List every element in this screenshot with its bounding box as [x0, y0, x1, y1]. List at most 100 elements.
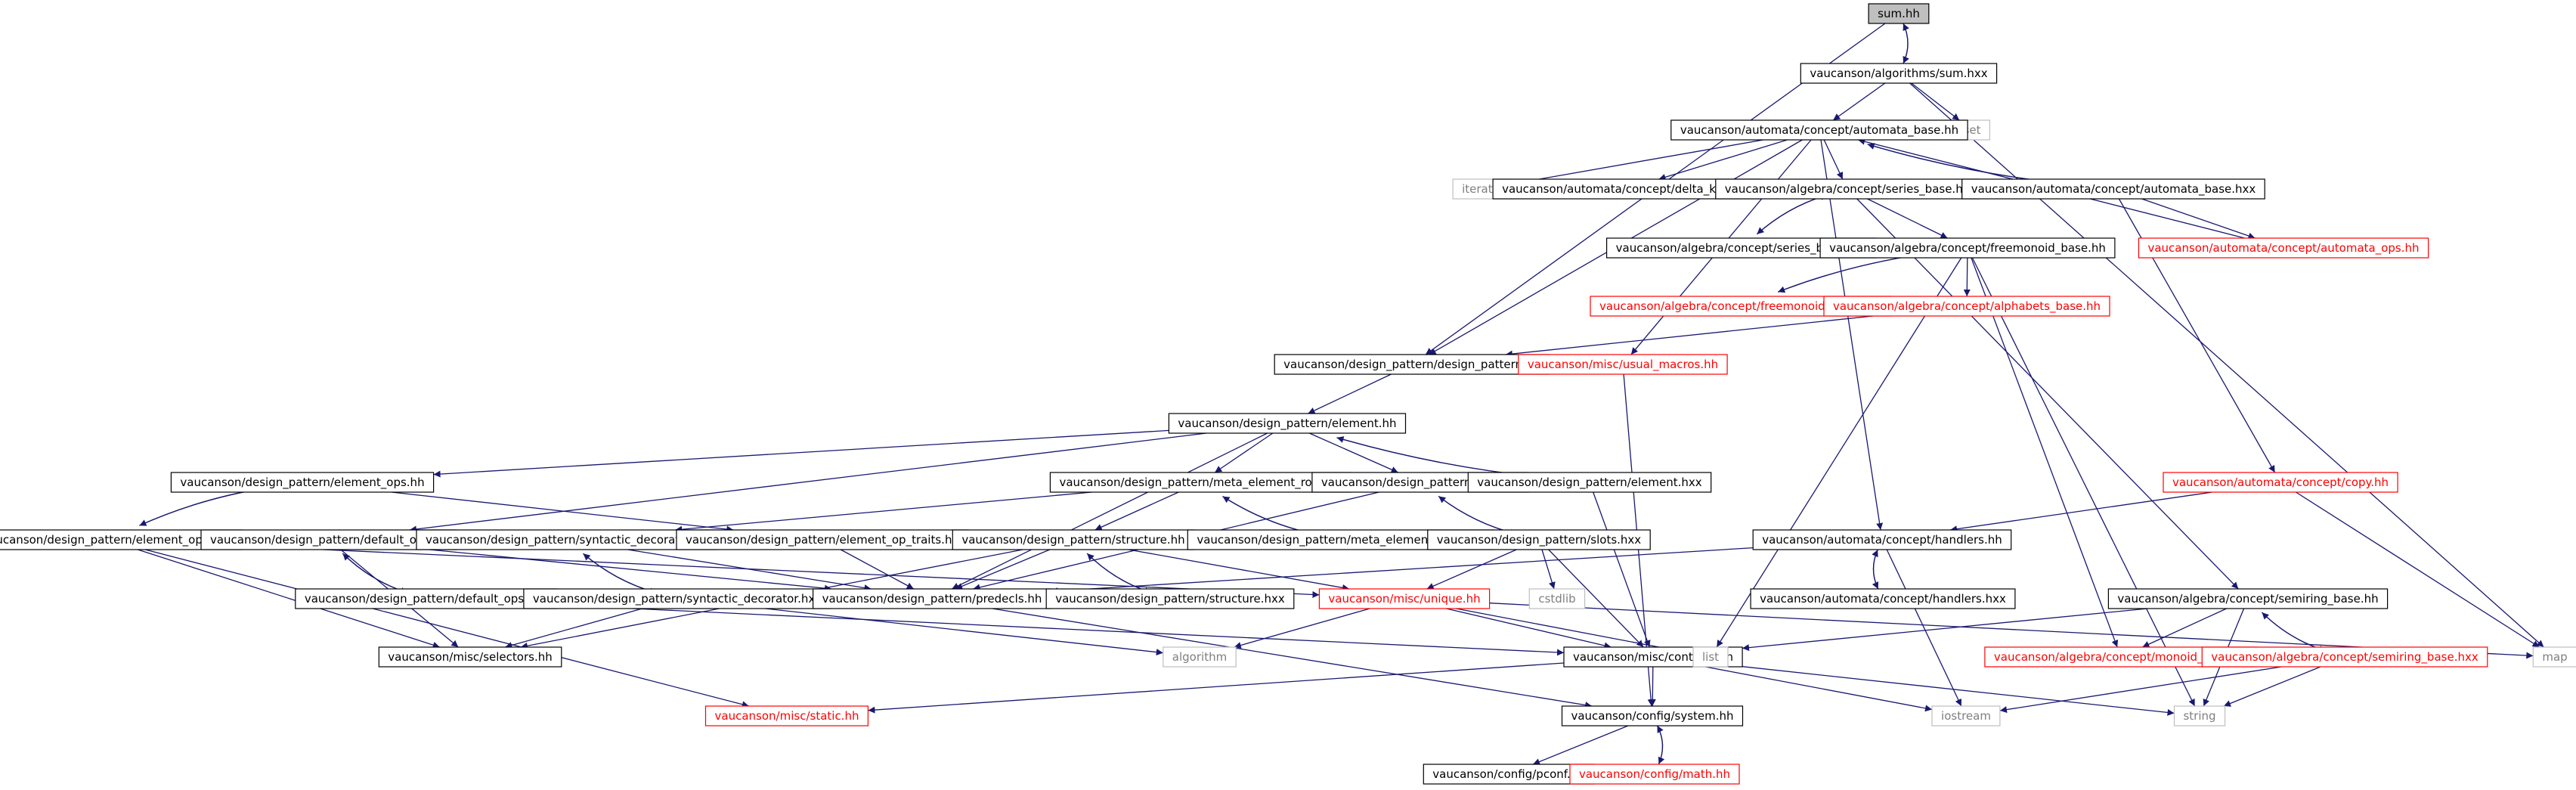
- node-meta-element-root-hh[interactable]: vaucanson/design_pattern/meta_element_ro…: [1049, 472, 1351, 493]
- edge-element_hh-to-element_ops_hh: [433, 429, 1169, 478]
- node-label: vaucanson/design_pattern/element.hh: [1178, 417, 1396, 431]
- node-label: vaucanson/automata/concept/automata_base…: [1971, 182, 2256, 197]
- node-label: vaucanson/misc/static.hh: [715, 709, 859, 723]
- node-label: vaucanson/algebra/concept/semiring_base.…: [2211, 650, 2478, 665]
- edge-slots_hxx-to-slots_hh: [1438, 495, 1517, 535]
- edge-series_base_hh-to-freemonoid_base_hh: [1867, 198, 1948, 239]
- node-box: [1670, 119, 1968, 141]
- node-selectors[interactable]: vaucanson/misc/selectors.hh: [378, 646, 562, 668]
- edge-alg_sum_hxx-to-automata_base_hh: [1832, 82, 1886, 121]
- edge-alg_sum_hxx-to-sum_hh: [1903, 23, 1909, 64]
- edge-element_op_traits-to-predecls: [840, 549, 915, 590]
- node-label: vaucanson/design_pattern/meta_element_ro…: [1059, 476, 1341, 490]
- node-syntactic-decorator-hh[interactable]: vaucanson/design_pattern/syntactic_decor…: [416, 529, 718, 550]
- node-automata-ops[interactable]: vaucanson/automata/concept/automata_ops.…: [2138, 237, 2429, 259]
- node-label: vaucanson/algebra/concept/semiring_base.…: [2117, 592, 2378, 606]
- node-box: [2138, 237, 2429, 259]
- edge-slots_hxx-to-unique_hh: [1426, 549, 1517, 590]
- node-element-hxx[interactable]: vaucanson/design_pattern/element.hxx: [1467, 472, 1712, 493]
- node-label: vaucanson/automata/concept/handlers.hxx: [1760, 592, 2006, 606]
- node-default-ops-hxx[interactable]: vaucanson/design_pattern/default_ops.hxx: [295, 588, 558, 609]
- edge-series_base_hh-to-series_base_hxx: [1756, 194, 1828, 235]
- node-list: list: [1692, 646, 1729, 668]
- node-handlers-hh[interactable]: vaucanson/automata/concept/handlers.hh: [1752, 529, 2012, 550]
- node-unique-hh[interactable]: vaucanson/misc/unique.hh: [1318, 588, 1491, 609]
- edge-series_base_hxx-to-series_base_hh: [1756, 194, 1828, 235]
- node-pconf[interactable]: vaucanson/config/pconf.hh: [1423, 764, 1595, 785]
- node-math-hh[interactable]: vaucanson/config/math.hh: [1569, 764, 1740, 785]
- node-box: [378, 646, 562, 668]
- edge-contract-to-iostream: [1704, 666, 1933, 712]
- node-label: sum.hh: [1878, 7, 1920, 20]
- node-box: [1049, 472, 1351, 493]
- node-box: [200, 529, 457, 550]
- node-label: vaucanson/design_pattern/element_ops.hxx: [0, 533, 233, 547]
- node-box: [1163, 646, 1237, 668]
- node-handlers-hxx[interactable]: vaucanson/automata/concept/handlers.hxx: [1750, 588, 2016, 609]
- node-label: vaucanson/design_pattern/element_ops.hh: [180, 476, 424, 490]
- edge-automata_base_hxx-to-copy_hh: [2118, 198, 2276, 473]
- node-automata-base-hh[interactable]: vaucanson/automata/concept/automata_base…: [1670, 119, 1968, 141]
- node-map: map: [2532, 646, 2576, 668]
- node-box: [2107, 588, 2389, 609]
- node-box: [1752, 529, 2012, 550]
- edge-element_hxx-to-contract: [1593, 491, 1651, 648]
- node-box: [1750, 588, 2016, 609]
- node-freemonoid-base-hh[interactable]: vaucanson/algebra/concept/freemonoid_bas…: [1819, 237, 2116, 259]
- node-system-hh[interactable]: vaucanson/config/system.hh: [1561, 705, 1744, 726]
- node-box: [1045, 588, 1295, 609]
- node-label: vaucanson/algebra/concept/freemonoid_bas…: [1599, 299, 1882, 314]
- edge-math_hh-to-system_hh: [1656, 725, 1664, 765]
- edge-unique_hh-to-contract: [1446, 608, 1612, 649]
- edge-default_ops_hh-to-predecls: [429, 549, 832, 592]
- node-semiring-base-hxx[interactable]: vaucanson/algebra/concept/semiring_base.…: [2201, 646, 2488, 668]
- node-usual-macros[interactable]: vaucanson/misc/usual_macros.hh: [1518, 354, 1728, 375]
- edge-element_ops_hh-to-element_op_traits: [391, 491, 734, 533]
- node-label: iostream: [1941, 709, 1991, 723]
- node-box: [1715, 178, 1980, 200]
- node-label: vaucanson/design_pattern/meta_element_ro…: [1197, 533, 1485, 547]
- node-predecls[interactable]: vaucanson/design_pattern/predecls.hh: [812, 588, 1052, 609]
- edge-copy_hh-to-map: [2296, 491, 2540, 648]
- node-alg-sum-hxx[interactable]: vaucanson/algorithms/sum.hxx: [1800, 63, 1998, 84]
- edge-system_hh-to-pconf: [1532, 725, 1629, 765]
- node-box: [1569, 764, 1740, 785]
- node-box: [1528, 588, 1586, 609]
- node-sum-hh[interactable]: sum.hh: [1868, 3, 1930, 24]
- node-box: [1561, 705, 1744, 726]
- node-box: [1692, 646, 1729, 668]
- node-box: [952, 529, 1195, 550]
- node-label: vaucanson/design_pattern/design_pattern.…: [1283, 358, 1540, 372]
- node-box: [1427, 529, 1651, 550]
- edge-alg_sum_hxx-to-set: [1911, 82, 1960, 121]
- edge-automata_base_hh-to-iterator: [1512, 139, 1763, 186]
- node-element-ops-hh[interactable]: vaucanson/design_pattern/element_ops.hh: [170, 472, 435, 493]
- node-element-op-traits[interactable]: vaucanson/design_pattern/element_op_trai…: [676, 529, 969, 550]
- edge-element_hh-to-element_hxx: [1336, 437, 1539, 480]
- node-series-base-hh[interactable]: vaucanson/algebra/concept/series_base.hh: [1715, 178, 1980, 200]
- node-structure-hh[interactable]: vaucanson/design_pattern/structure.hh: [952, 529, 1195, 550]
- node-box: [170, 472, 435, 493]
- edge-element_hxx-to-element_hh: [1336, 436, 1539, 478]
- node-element-hh[interactable]: vaucanson/design_pattern/element.hh: [1168, 413, 1407, 434]
- node-label: vaucanson/design_pattern/structure.hxx: [1055, 592, 1285, 606]
- edge-element_hh-to-default_ops_hh: [409, 432, 1207, 533]
- node-box: [1467, 472, 1712, 493]
- node-automata-base-hxx[interactable]: vaucanson/automata/concept/automata_base…: [1961, 178, 2265, 200]
- node-box: [812, 588, 1052, 609]
- node-label: vaucanson/design_pattern/element.hxx: [1477, 476, 1702, 490]
- node-static-hh[interactable]: vaucanson/misc/static.hh: [704, 705, 868, 726]
- edge-element_ops_hxx-to-selectors: [138, 549, 440, 649]
- node-semiring-base-hh[interactable]: vaucanson/algebra/concept/semiring_base.…: [2107, 588, 2389, 609]
- edge-unique_hh-to-algorithm: [1234, 608, 1370, 649]
- node-slots-hxx[interactable]: vaucanson/design_pattern/slots.hxx: [1427, 529, 1651, 550]
- node-label: vaucanson/automata/concept/copy.hh: [2172, 476, 2389, 489]
- node-syntactic-decorator-hxx[interactable]: vaucanson/design_pattern/syntactic_decor…: [523, 588, 831, 609]
- node-default-ops-hh[interactable]: vaucanson/design_pattern/default_ops.hh: [200, 529, 457, 550]
- node-copy-hh[interactable]: vaucanson/automata/concept/copy.hh: [2163, 472, 2398, 493]
- node-box: [1961, 178, 2265, 200]
- node-design-pattern[interactable]: vaucanson/design_pattern/design_pattern.…: [1274, 354, 1550, 375]
- node-alphabets-base[interactable]: vaucanson/algebra/concept/alphabets_base…: [1823, 296, 2110, 317]
- node-structure-hxx[interactable]: vaucanson/design_pattern/structure.hxx: [1045, 588, 1295, 609]
